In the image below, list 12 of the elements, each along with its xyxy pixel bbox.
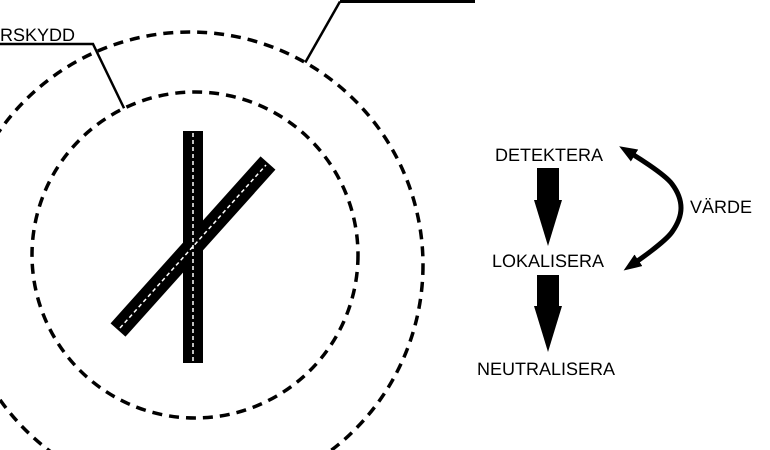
block-arrow [534,168,562,246]
curved-arrow [619,146,684,270]
label-text: RSKYDD [0,25,76,45]
label-text: DETEKTERA [494,145,604,165]
bar-line [340,0,475,3]
edge-label: VÄRDE [690,198,752,216]
leader-line [0,42,126,109]
block-arrow [534,275,562,352]
label-text: LOKALISERA [492,251,604,271]
dashed-circle [30,90,360,420]
leader-line [304,0,342,64]
label-text: NEUTRALISERA [476,359,616,379]
